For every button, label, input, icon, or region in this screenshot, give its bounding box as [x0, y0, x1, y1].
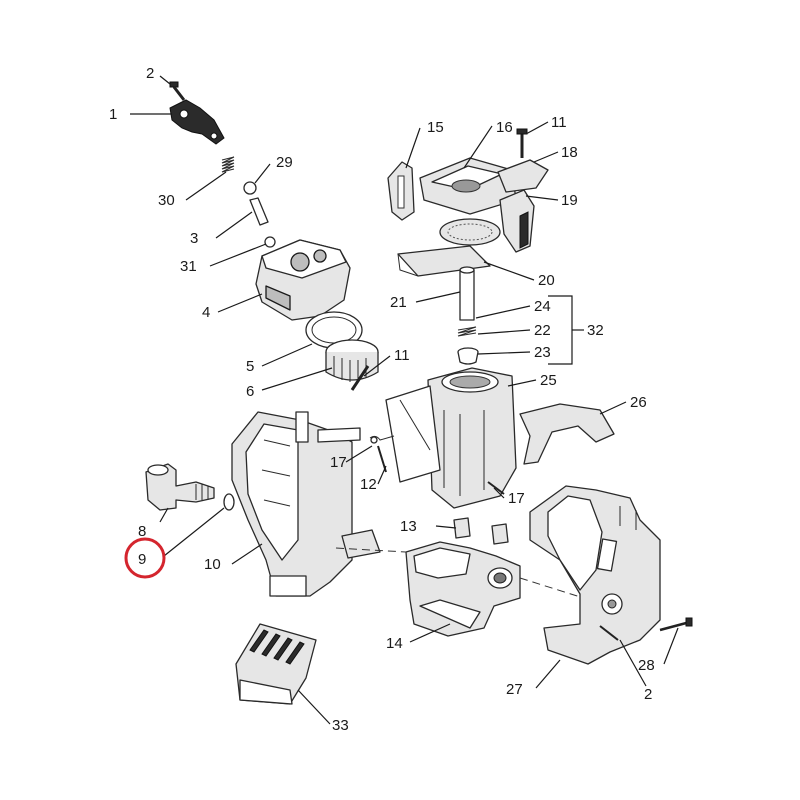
- part-18-lever: [497, 159, 549, 193]
- part-25-brewing-body: [385, 367, 517, 509]
- label-31: 31: [180, 258, 197, 275]
- part-26-arm: [519, 403, 615, 465]
- label-2-top: 2: [146, 65, 154, 82]
- part-11-screw-middle: [350, 365, 370, 391]
- part-15-plate: [387, 161, 415, 221]
- label-16: 16: [496, 119, 513, 136]
- part-11-screw-top: [516, 128, 528, 158]
- part-2-screw-bottom: [599, 625, 619, 641]
- part-6-filter: [325, 339, 379, 382]
- part-28-screw: [659, 617, 693, 632]
- label-29: 29: [276, 154, 293, 171]
- label-32: 32: [587, 322, 604, 339]
- label-14: 14: [386, 635, 403, 652]
- label-17-right: 17: [508, 490, 525, 507]
- label-17-left: 17: [330, 454, 347, 471]
- part-29-small-ring: [243, 181, 257, 195]
- part-8-fitting: [145, 463, 215, 511]
- part-10-side-frame: [231, 411, 381, 597]
- label-2-bottom: 2: [644, 686, 652, 703]
- part-23-cup: [457, 347, 479, 365]
- part-27-right-frame: [529, 485, 661, 665]
- label-26: 26: [630, 394, 647, 411]
- label-21: 21: [390, 294, 407, 311]
- label-10: 10: [204, 556, 221, 573]
- part-2-screw-top: [169, 81, 186, 101]
- part-33-grille: [235, 623, 317, 705]
- label-1: 1: [109, 106, 117, 123]
- part-21-shaft: [459, 266, 475, 321]
- label-18: 18: [561, 144, 578, 161]
- callout-labels: 1 2 30 29 3 31 4 5 6 11 15 16 11 18 19 2…: [109, 65, 655, 734]
- label-33: 33: [332, 717, 349, 734]
- label-3: 3: [190, 230, 198, 247]
- alignment-line-left: [335, 547, 407, 553]
- part-22-spring: [457, 326, 477, 337]
- part-20-tray: [397, 245, 491, 277]
- part-31-ring: [264, 236, 276, 248]
- label-15: 15: [427, 119, 444, 136]
- label-11-middle: 11: [394, 347, 410, 364]
- label-6: 6: [246, 383, 254, 400]
- label-22: 22: [534, 322, 551, 339]
- label-25: 25: [540, 372, 557, 389]
- label-11-top: 11: [551, 114, 567, 131]
- label-8: 8: [138, 523, 146, 540]
- part-1-bracket: [169, 99, 225, 145]
- label-9: 9: [138, 551, 146, 568]
- label-12: 12: [360, 476, 377, 493]
- label-27: 27: [506, 681, 523, 698]
- part-13-bushings: [453, 517, 509, 545]
- part-9-o-ring: [223, 493, 235, 511]
- part-4-valve-block: [255, 239, 351, 321]
- leader-lines: [130, 75, 679, 725]
- highlight-circle: [124, 537, 166, 579]
- part-17-pin-right: [487, 481, 505, 495]
- part-3-pin: [249, 197, 269, 226]
- label-20: 20: [538, 272, 555, 289]
- label-5: 5: [246, 358, 254, 375]
- part-14-yoke: [405, 541, 521, 637]
- label-28: 28: [638, 657, 655, 674]
- label-23: 23: [534, 344, 551, 361]
- label-30: 30: [158, 192, 175, 209]
- part-19-switch: [499, 189, 535, 253]
- part-grinder-disc: [439, 218, 501, 246]
- part-17-pin-left: [369, 435, 395, 444]
- label-4: 4: [202, 304, 210, 321]
- part-30-spring: [221, 156, 235, 173]
- label-19: 19: [561, 192, 578, 209]
- label-24: 24: [534, 298, 551, 315]
- label-13: 13: [400, 518, 417, 535]
